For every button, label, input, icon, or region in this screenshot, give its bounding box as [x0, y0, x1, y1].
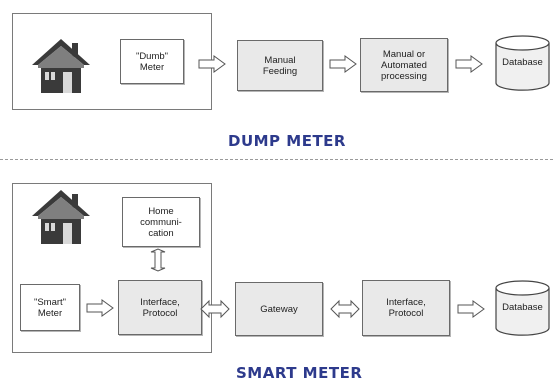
database-node: Database: [494, 280, 551, 336]
arrow-right-icon: [457, 300, 485, 318]
arrow-right-icon: [455, 55, 483, 73]
home-communication-box: Home communi- cation: [122, 197, 200, 247]
dumb-meter-box: "Dumb" Meter: [120, 39, 184, 84]
arrow-right-icon: [86, 299, 114, 317]
arrow-down-icon: [150, 248, 166, 272]
manual-feeding-box: Manual Feeding: [237, 40, 323, 91]
database-cylinder-icon: [495, 35, 550, 91]
database-cylinder-icon: [495, 280, 550, 336]
house-icon: [32, 190, 90, 244]
database-label: Database: [502, 302, 543, 313]
arrow-right-icon: [329, 55, 357, 73]
smart-meter-caption: SMART METER: [236, 364, 363, 382]
house-icon: [32, 39, 90, 93]
arrow-double-icon: [330, 299, 360, 319]
interface-protocol-box-1: Interface, Protocol: [118, 280, 202, 335]
database-label: Database: [502, 57, 543, 68]
section-divider: [0, 159, 553, 160]
interface-protocol-box-2: Interface, Protocol: [362, 280, 450, 336]
arrow-double-icon: [200, 299, 230, 319]
arrow-right-icon: [198, 55, 226, 73]
dump-meter-caption: DUMP METER: [228, 132, 346, 150]
smart-meter-box: "Smart" Meter: [20, 284, 80, 331]
processing-box: Manual or Automated processing: [360, 38, 448, 92]
gateway-box: Gateway: [235, 282, 323, 336]
database-node: Database: [494, 35, 551, 91]
